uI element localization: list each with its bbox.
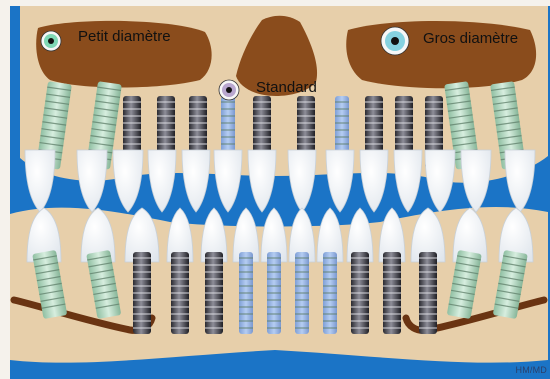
lower-implant-standard (351, 252, 369, 334)
lower-implant-large (295, 252, 309, 334)
large-diameter-marker-icon (380, 26, 410, 56)
lower-implant-large (239, 252, 253, 334)
lower-implant-standard (419, 252, 437, 334)
lower-implant-standard (205, 252, 223, 334)
lower-implant-standard (171, 252, 189, 334)
standard-label: Standard (256, 80, 317, 95)
standard-marker-icon (218, 79, 240, 101)
frame-left-edge (0, 0, 10, 379)
large-diameter-label: Gros diamètre (423, 31, 518, 46)
frame-top-edge (0, 0, 550, 6)
credit-text: HM/MD (516, 365, 548, 375)
lower-implant-standard (133, 252, 151, 334)
small-diameter-label: Petit diamètre (78, 29, 171, 44)
small-diameter-marker-icon (40, 30, 62, 52)
lower-implant-large (323, 252, 337, 334)
lower-implant-standard (383, 252, 401, 334)
lower-implant-large (267, 252, 281, 334)
